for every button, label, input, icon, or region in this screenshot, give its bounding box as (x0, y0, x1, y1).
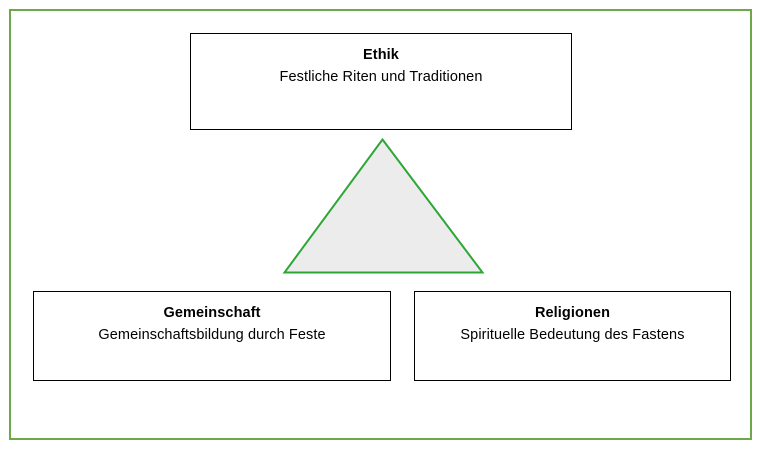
concept-box-gemeinschaft[interactable]: Gemeinschaft Gemeinschaftsbildung durch … (33, 291, 391, 381)
concept-box-religionen-title: Religionen (534, 305, 611, 321)
concept-box-ethik-subtitle: Festliche Riten und Traditionen (279, 69, 483, 86)
diagram-outer-frame (9, 9, 752, 440)
concept-box-religionen-subtitle: Spirituelle Bedeutung des Fastens (460, 327, 685, 344)
concept-box-ethik-title: Ethik (363, 47, 399, 63)
concept-box-ethik[interactable]: Ethik Festliche Riten und Traditionen (190, 33, 572, 130)
concept-box-religionen[interactable]: Religionen Spirituelle Bedeutung des Fas… (414, 291, 731, 381)
concept-box-gemeinschaft-subtitle: Gemeinschaftsbildung durch Feste (98, 327, 326, 344)
concept-box-gemeinschaft-title: Gemeinschaft (163, 305, 261, 321)
